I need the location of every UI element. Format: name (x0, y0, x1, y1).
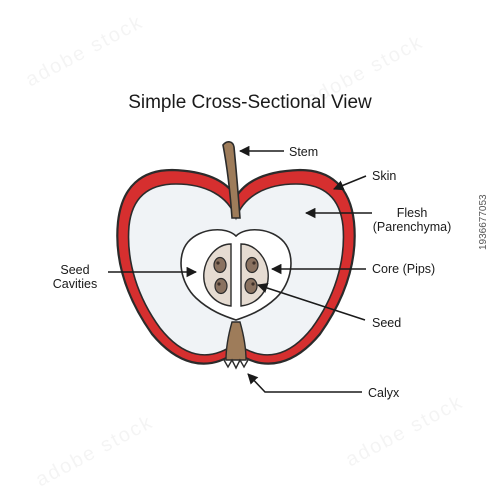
flesh-label-line2: (Parenchyma) (372, 220, 452, 234)
seed-cavities-label: Seed Cavities (40, 263, 110, 291)
seed-dot (252, 261, 256, 265)
core-shape (180, 229, 292, 321)
seed-cavities-label-line2: Cavities (52, 277, 98, 291)
skin-label: Skin (372, 169, 397, 183)
calyx-arrow (247, 373, 362, 393)
seed-dot (217, 282, 221, 286)
calyx-tips (223, 358, 249, 370)
stock-id-text: 1936677053 (478, 194, 489, 250)
core-label: Core (Pips) (372, 262, 436, 276)
seed-dot (251, 282, 255, 286)
stem-shape (222, 141, 241, 219)
seed-label: Seed (372, 316, 402, 330)
seed-shape (213, 256, 227, 274)
flesh-label-line1: Flesh (396, 206, 428, 220)
flesh-label: Flesh (Parenchyma) (362, 206, 462, 234)
seeds (213, 256, 259, 295)
skin-arrow (333, 175, 367, 191)
seed-shape (214, 277, 228, 295)
diagram-title: Simple Cross-Sectional View (128, 92, 372, 113)
seed-dot (216, 261, 220, 265)
calyx-shape (225, 321, 247, 361)
seed-cavities-label-line1: Seed (60, 263, 90, 277)
seed-shape (244, 277, 258, 295)
calyx-label: Calyx (368, 386, 400, 400)
seed-shape (245, 256, 259, 274)
seed-arrow (257, 282, 366, 321)
stem-label: Stem (289, 145, 319, 159)
